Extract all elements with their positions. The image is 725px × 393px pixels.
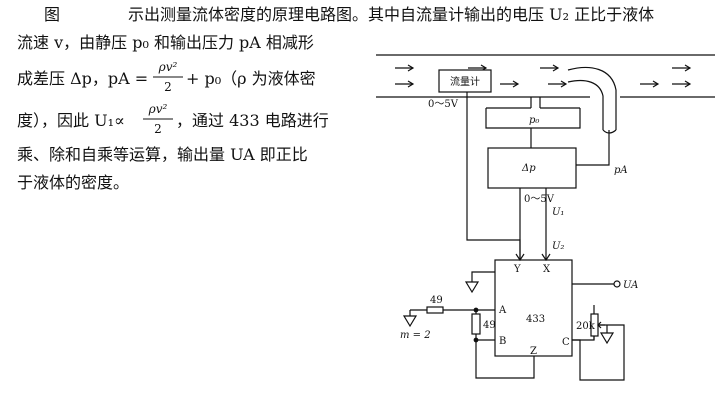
- m-equation-label: m = 2: [400, 330, 431, 341]
- output-pressure-pipe: [576, 130, 610, 166]
- resistor-49-top-label: 49: [430, 295, 443, 306]
- pin-c-label: C: [562, 337, 570, 348]
- voltage-range-mid: 0～5V: [524, 194, 555, 205]
- fraction-2: ρv² 2: [143, 102, 173, 136]
- flowmeter-label: 流量计: [450, 75, 480, 88]
- u1-label: U₁: [552, 207, 564, 218]
- fraction-2-numerator: ρv²: [148, 102, 168, 116]
- fraction-1-numerator: ρv²: [158, 60, 178, 74]
- fraction-1-denominator: 2: [164, 80, 172, 94]
- fraction-2-denominator: 2: [154, 122, 162, 136]
- fraction-1: ρv² 2: [153, 60, 183, 94]
- text-line-3a: 成差压 Δp，pA =: [17, 69, 149, 88]
- pitot-tube-outer: [567, 66, 617, 130]
- static-pressure-label: p₀: [529, 115, 539, 126]
- chip-433: [494, 259, 573, 357]
- pin-z-label: Z: [530, 346, 537, 357]
- chip-label: 433: [526, 314, 545, 325]
- text-line-4b: ，通过 433 电路进行: [176, 111, 329, 130]
- ua-label: UA: [623, 280, 638, 291]
- pin-b-label: B: [499, 336, 506, 347]
- text-line-6: 于液体的密度。: [17, 173, 130, 192]
- resistor-49-input: [426, 306, 444, 314]
- text-line-5: 乘、除和自乘等运算，输出量 UA 即正比: [17, 145, 308, 164]
- pin-y-label: Y: [513, 264, 521, 275]
- flowmeter-box: [438, 69, 492, 93]
- text-line-3b: + p₀（ρ 为液体密: [186, 69, 316, 88]
- pin-a-label: A: [498, 305, 507, 316]
- ground-symbol-1: [464, 281, 480, 294]
- flow-arrows: [395, 64, 692, 88]
- delta-p-label: Δp: [521, 163, 536, 174]
- pin-x-label: X: [543, 264, 551, 275]
- potentiometer-label: 20k: [576, 321, 596, 332]
- resistor-49-side-label: 49: [483, 320, 496, 331]
- text-line-4a: 度），因此 U₁∝: [17, 111, 125, 130]
- u2-signal-line: [466, 92, 521, 260]
- output-pressure-label: pA: [614, 165, 628, 176]
- c-feedback-line: [572, 324, 625, 381]
- text-line-1: 示出测量流体密度的原理电路图。其中自流量计输出的电压 U₂ 正比于液体: [128, 5, 655, 24]
- fig-label: 图: [44, 5, 61, 24]
- ground-symbol-3: [599, 332, 615, 345]
- voltage-range-top: 0～5V: [428, 99, 459, 110]
- ground-symbol-2: [402, 315, 418, 328]
- static-pressure-box: [485, 108, 581, 129]
- text-line-2: 流速 v，由静压 p₀ 和输出压力 pA 相减形: [17, 33, 314, 52]
- pitot-tube-inner: [567, 79, 604, 130]
- resistor-49-side: [471, 313, 481, 335]
- z-feedback-line: [475, 340, 535, 379]
- delta-p-box: [487, 147, 577, 189]
- u2-label: U₂: [552, 241, 564, 252]
